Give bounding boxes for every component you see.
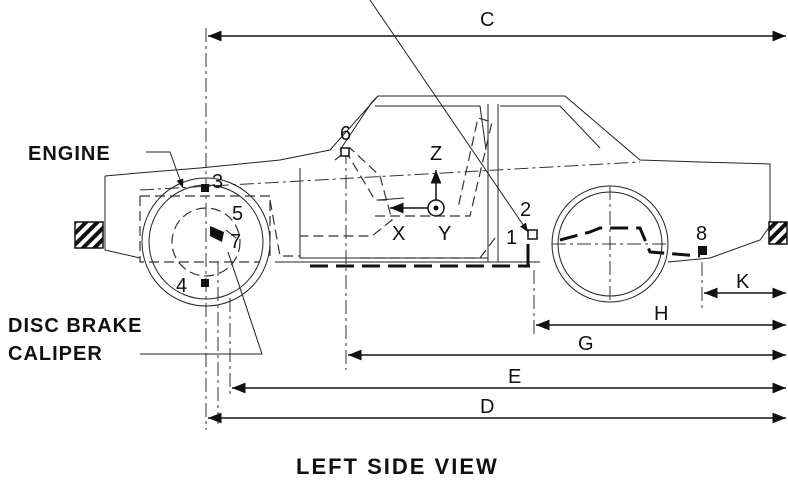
point-label-8: 8 — [696, 223, 707, 245]
dimension-label-d: D — [480, 396, 494, 418]
point-label-2: 2 — [520, 199, 531, 221]
axis-label-z: Z — [430, 143, 442, 165]
car-body — [104, 95, 771, 268]
engine-label: ENGINE — [28, 143, 111, 165]
rear-wheel — [551, 185, 701, 303]
sensor-markers — [201, 147, 707, 287]
axis-label-y: Y — [438, 223, 451, 245]
dimension-label-h: H — [654, 303, 668, 325]
dimension-label-e: E — [508, 366, 521, 388]
point-label-4: 4 — [176, 275, 187, 297]
axis-label-x: X — [392, 223, 405, 245]
dimension-label-g: G — [578, 333, 594, 355]
coordinate-axes — [390, 170, 445, 217]
rear-bumper-hatch — [768, 221, 788, 245]
dimension-lines — [208, 30, 786, 424]
point-label-1: 1 — [506, 227, 517, 249]
front-bumper-hatch — [74, 221, 104, 249]
point-label-6: 6 — [340, 123, 351, 145]
seats — [269, 117, 496, 259]
point-label-5: 5 — [232, 203, 243, 225]
view-title: LEFT SIDE VIEW — [296, 454, 499, 479]
point-label-3: 3 — [212, 171, 223, 193]
dimension-label-c: C — [480, 9, 494, 31]
disc-brake-label-line2: CALIPER — [8, 343, 103, 365]
dimension-label-k: K — [736, 271, 750, 293]
disc-brake-label-line1: DISC BRAKE — [8, 315, 142, 337]
point-label-7: 7 — [230, 231, 241, 253]
